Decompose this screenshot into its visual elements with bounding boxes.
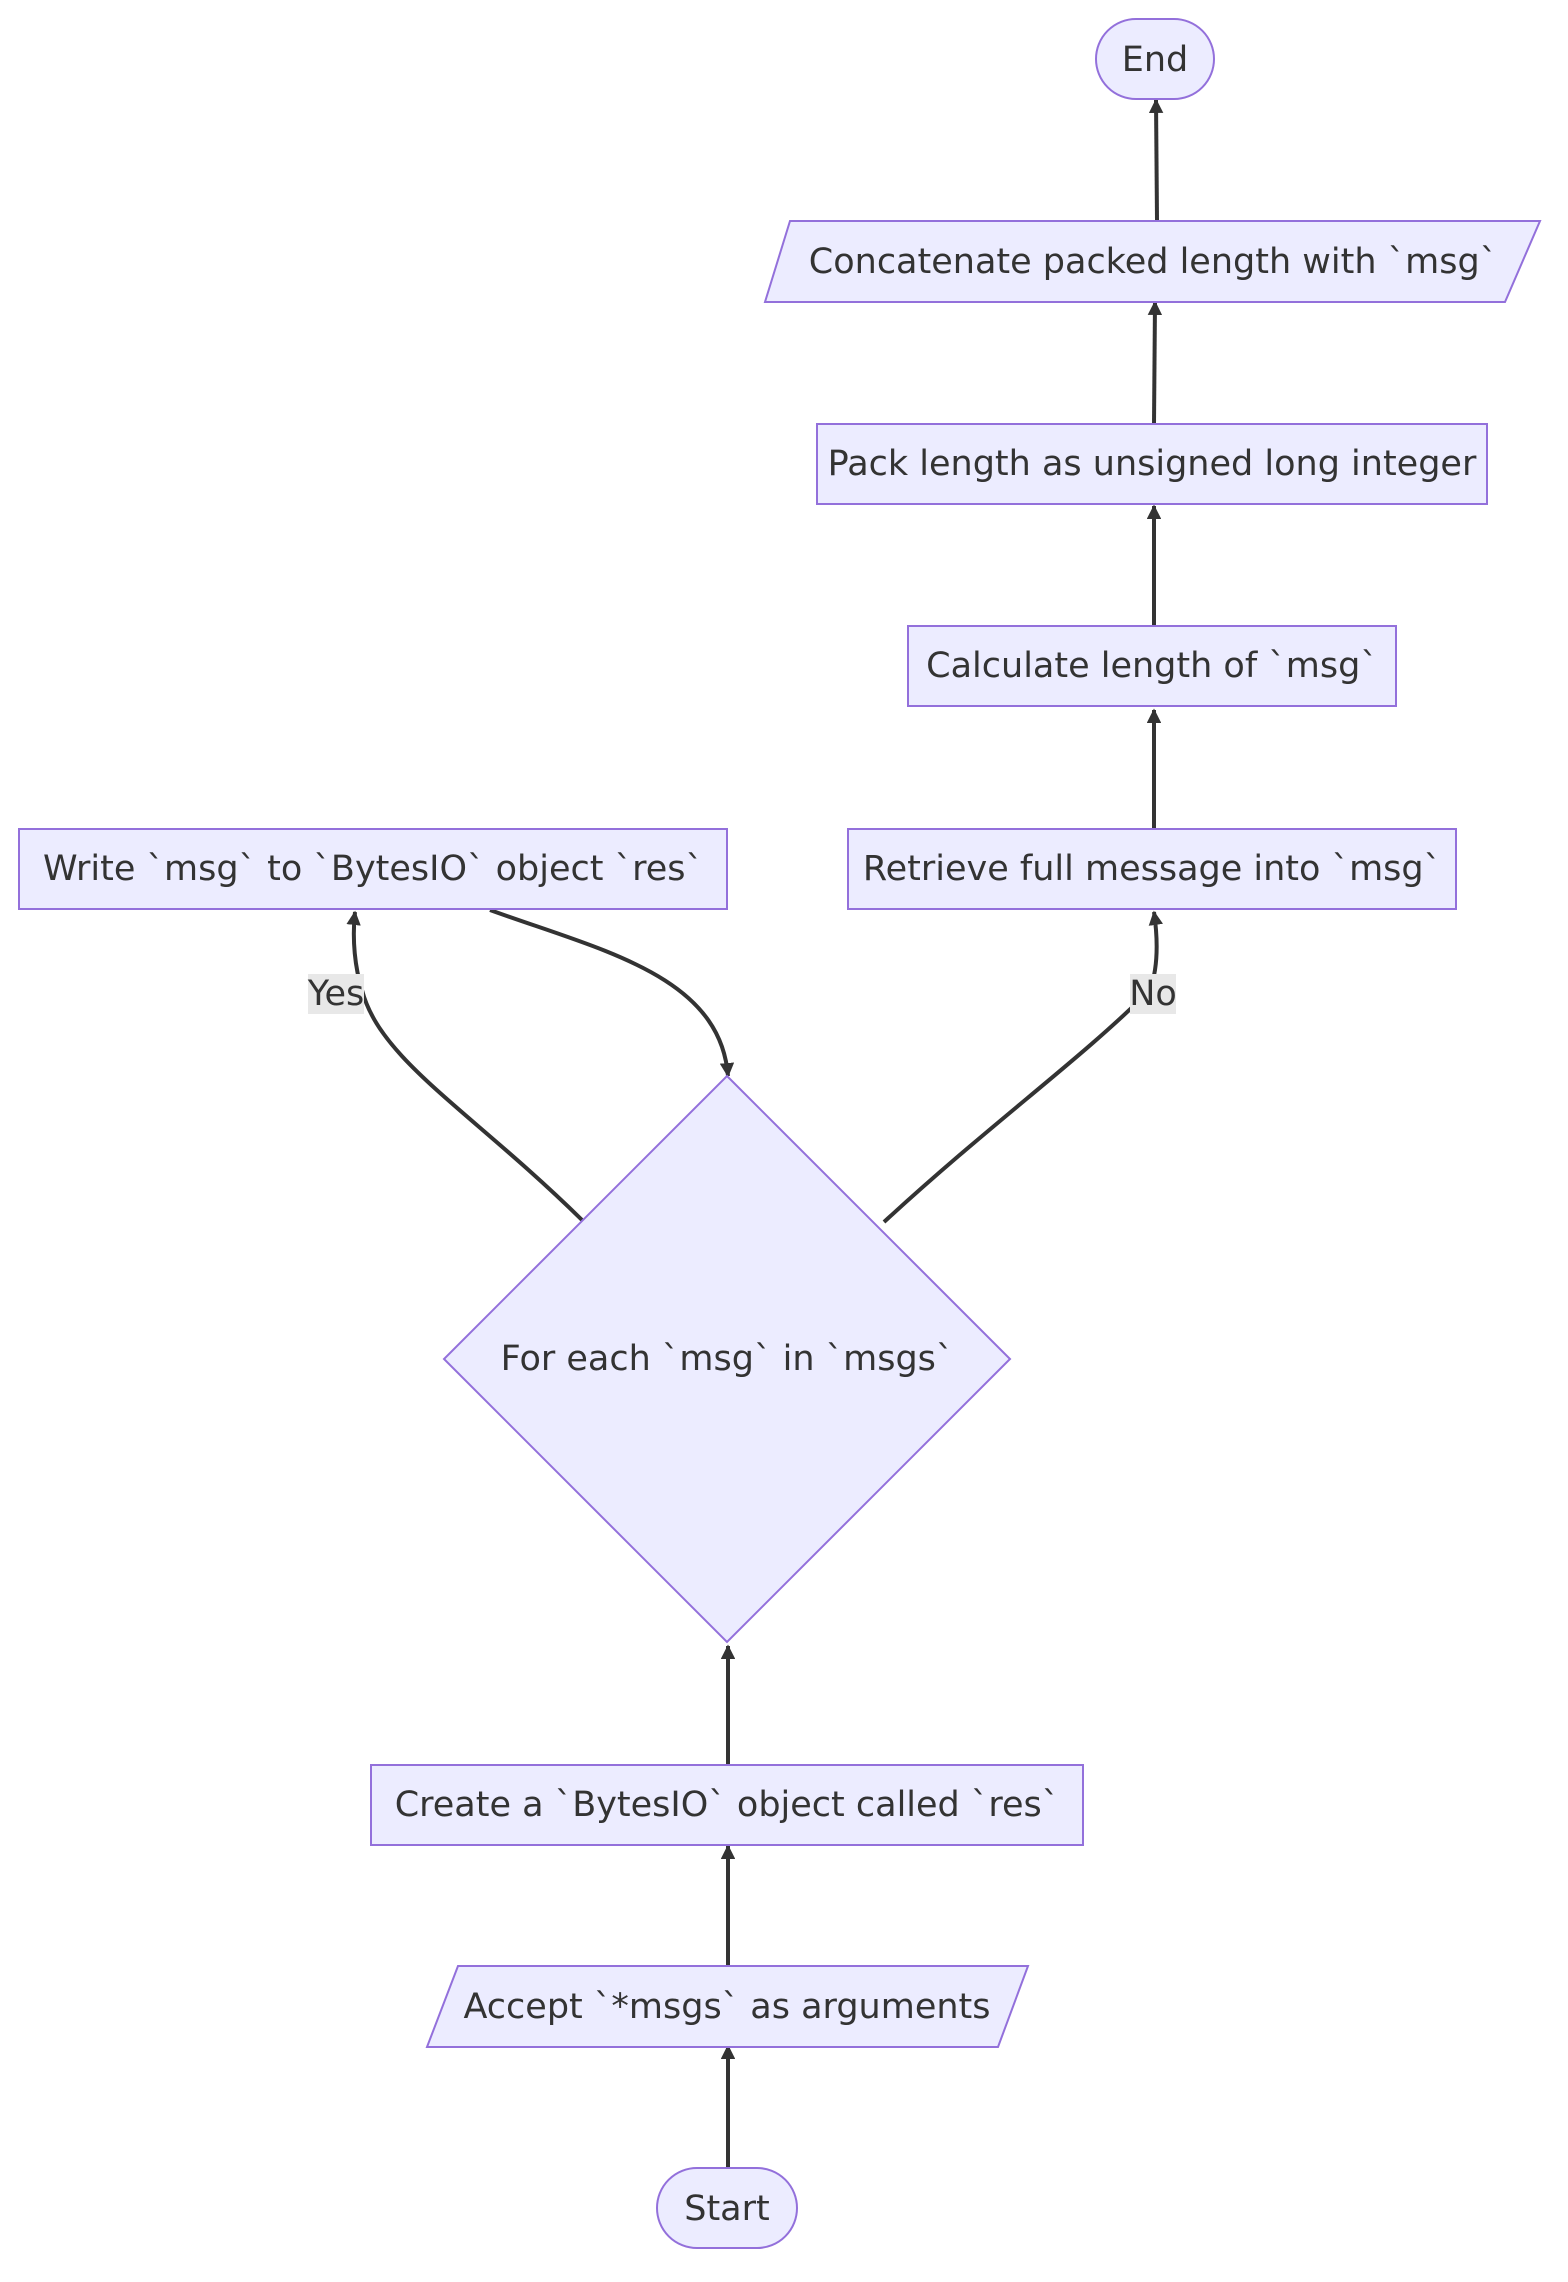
node-calculate-length: Calculate length of `msg` (907, 625, 1397, 707)
node-calculate-length-label: Calculate length of `msg` (926, 646, 1378, 686)
edge-concat-to-end (1148, 98, 1164, 221)
node-accept-args: Accept `*msgs` as arguments (425, 1965, 1030, 2048)
node-concatenate-label: Concatenate packed length with `msg` (809, 242, 1497, 282)
node-start: Start (656, 2167, 798, 2249)
edge-loop-to-retrieve-no (882, 910, 1163, 1224)
node-loop-decision: For each `msg` in `msgs` (442, 1074, 1012, 1644)
node-start-label: Start (684, 2189, 770, 2229)
node-create-bytesio-label: Create a `BytesIO` object called `res` (395, 1785, 1060, 1825)
node-concatenate: Concatenate packed length with `msg` (763, 220, 1542, 303)
edge-label-no-text: No (1129, 974, 1177, 1014)
node-loop-decision-label: For each `msg` in `msgs` (501, 1339, 954, 1379)
edge-label-yes-text: Yes (307, 974, 365, 1014)
edge-write-to-loop (489, 908, 735, 1078)
node-create-bytesio: Create a `BytesIO` object called `res` (370, 1764, 1084, 1846)
node-accept-args-label: Accept `*msgs` as arguments (463, 1987, 990, 2027)
node-pack-length-label: Pack length as unsigned long integer (828, 444, 1477, 484)
node-write-msg: Write `msg` to `BytesIO` object `res` (18, 828, 728, 910)
node-retrieve-message: Retrieve full message into `msg` (847, 828, 1457, 910)
node-pack-length: Pack length as unsigned long integer (816, 423, 1488, 505)
node-end-label: End (1122, 40, 1189, 80)
edge-label-yes: Yes (307, 974, 365, 1014)
edge-loop-to-write-yes (346, 910, 584, 1222)
edge-pack-to-concat (1147, 300, 1163, 425)
node-end: End (1095, 18, 1215, 100)
node-retrieve-message-label: Retrieve full message into `msg` (863, 849, 1441, 889)
edge-label-no: No (1129, 974, 1177, 1014)
node-write-msg-label: Write `msg` to `BytesIO` object `res` (43, 849, 703, 889)
